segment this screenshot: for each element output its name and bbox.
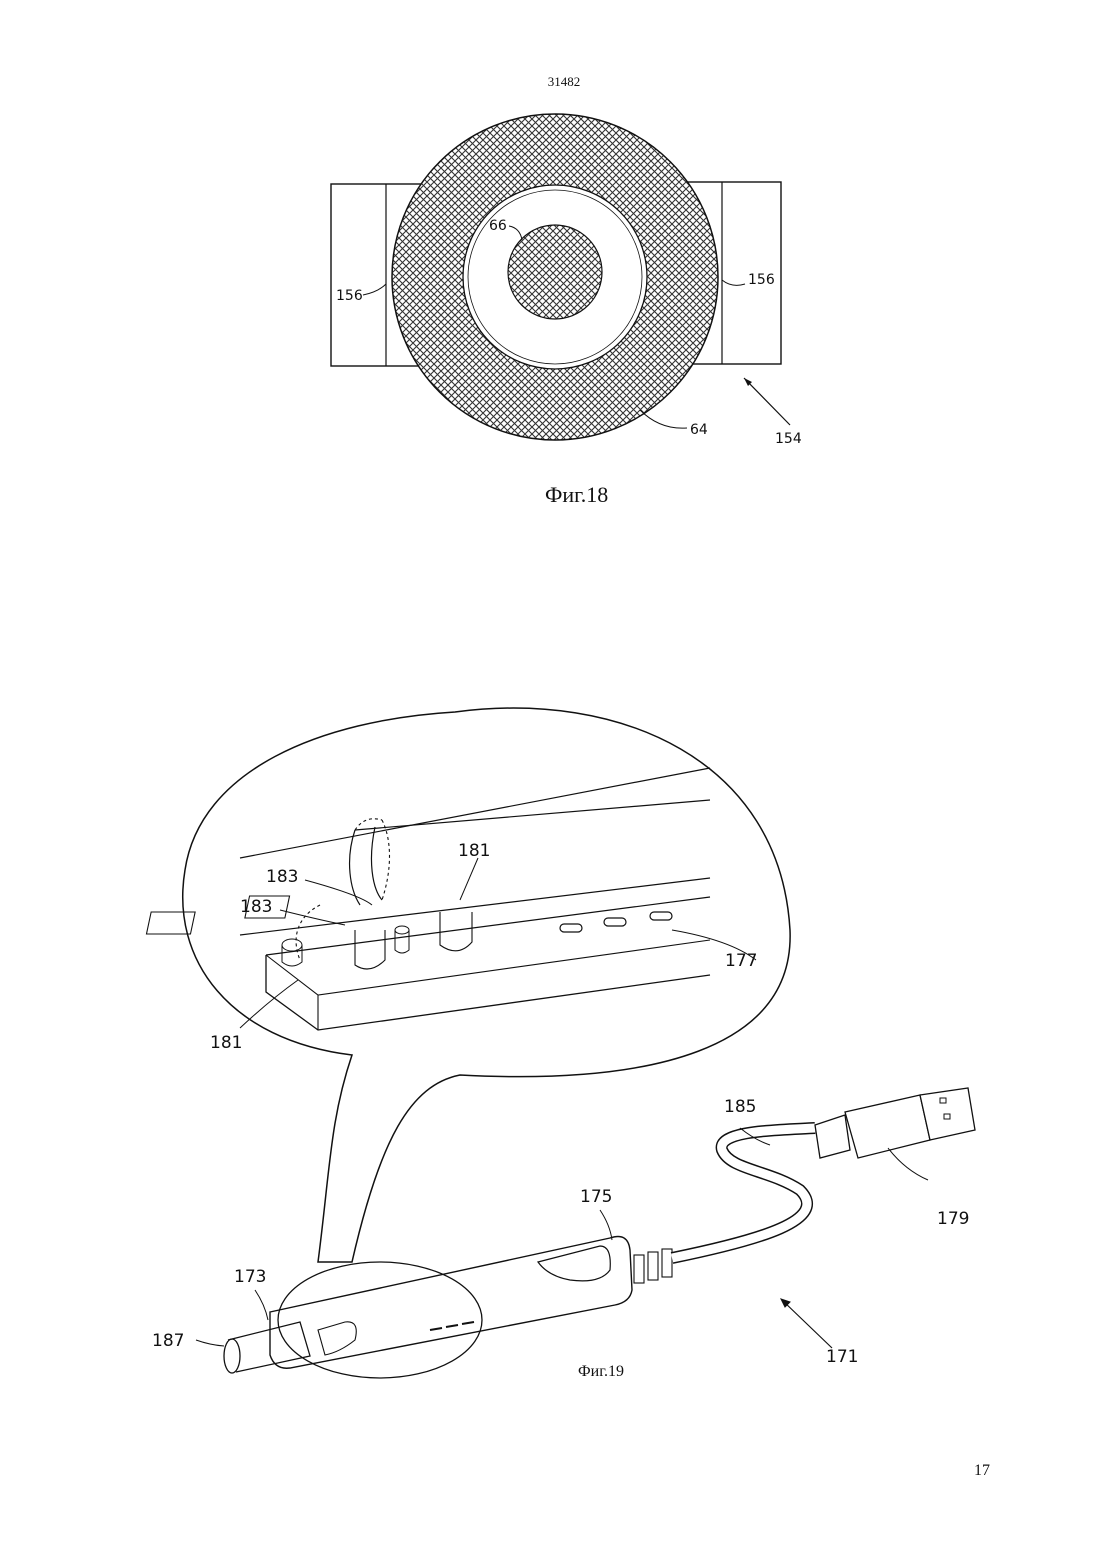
- label-187: 187: [152, 1331, 184, 1351]
- label-171: 171: [826, 1347, 858, 1367]
- figure-19-caption: Фиг.19: [578, 1363, 624, 1381]
- figure-18-caption: Фиг.18: [545, 482, 608, 508]
- label-66: 66: [489, 218, 507, 234]
- label-154: 154: [775, 431, 802, 447]
- label-183-a: 183: [266, 867, 298, 887]
- label-181-top: 181: [458, 841, 490, 861]
- page-number: 17: [974, 1462, 990, 1480]
- label-177: 177: [725, 951, 757, 971]
- label-181-bottom: 181: [210, 1033, 242, 1053]
- label-156-right: 156: [748, 272, 775, 288]
- label-175: 175: [580, 1187, 612, 1207]
- label-156-left: 156: [336, 288, 363, 304]
- label-185: 185: [724, 1097, 756, 1117]
- figure-18-drawing: 66 156 156 64 154: [331, 114, 802, 447]
- magnified-callout-bubble: [183, 708, 790, 1262]
- usb-plug-179: [815, 1115, 850, 1158]
- figure-19-drawing: [146, 708, 975, 1378]
- tip-187: [224, 1339, 240, 1373]
- label-64: 64: [690, 422, 708, 438]
- figure-19-labels: 181 183 183 181 177 185 179 175 173 187 …: [152, 841, 969, 1367]
- label-179: 179: [937, 1209, 969, 1229]
- magnifier-circle: [278, 1262, 482, 1378]
- device-body: [270, 1237, 632, 1369]
- label-173: 173: [234, 1267, 266, 1287]
- label-183-b: 183: [240, 897, 272, 917]
